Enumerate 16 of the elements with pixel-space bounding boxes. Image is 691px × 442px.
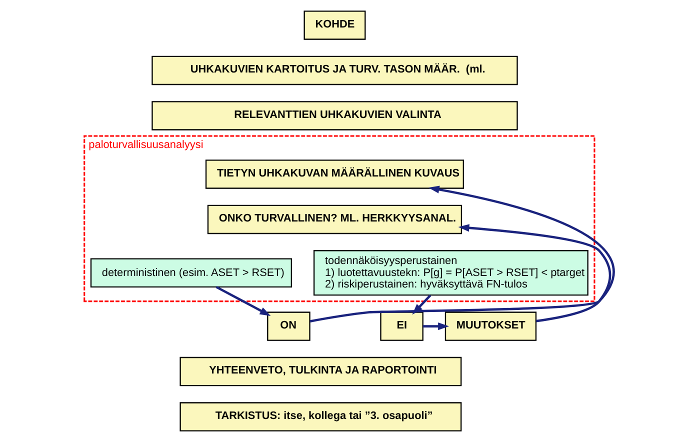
node-box: RELEVANTTIEN UHKAKUVIEN VALINTA: [151, 101, 518, 130]
node-box: deterministinen (esim. ASET > RSET): [90, 258, 292, 288]
node-box: KOHDE: [303, 10, 366, 40]
node-box: ON: [266, 312, 310, 341]
node-box: todennäköisyysperustainen 1) luotettavuustekn: P[g] = P[ASET > RSET] < ptarget 2) riskiperustainen: hyväksyttävä FN-tulos: [312, 250, 588, 296]
node-box: EI: [380, 312, 423, 341]
arrow: [215, 286, 270, 316]
node-box: MUUTOKSET: [444, 312, 536, 341]
node-box: ONKO TURVALLINEN? ML. HERKKYYSANAL.: [206, 204, 462, 234]
node-box: YHTEENVETO, TULKINTA JA RAPORTOINTI: [179, 356, 462, 386]
arrow: [458, 224, 611, 322]
arrow: [422, 322, 449, 330]
node-box: UHKAKUVIEN KARTOITUS JA TURV. TASON MÄÄR. (ml.: [151, 56, 518, 86]
node-box: TIETYN UHKAKUVAN MÄÄRÄLLINEN KUVAUS: [204, 160, 464, 189]
node-box: TARKISTUS: itse, kollega tai ”3. osapuoli”: [179, 402, 462, 432]
arrow: [309, 186, 614, 322]
